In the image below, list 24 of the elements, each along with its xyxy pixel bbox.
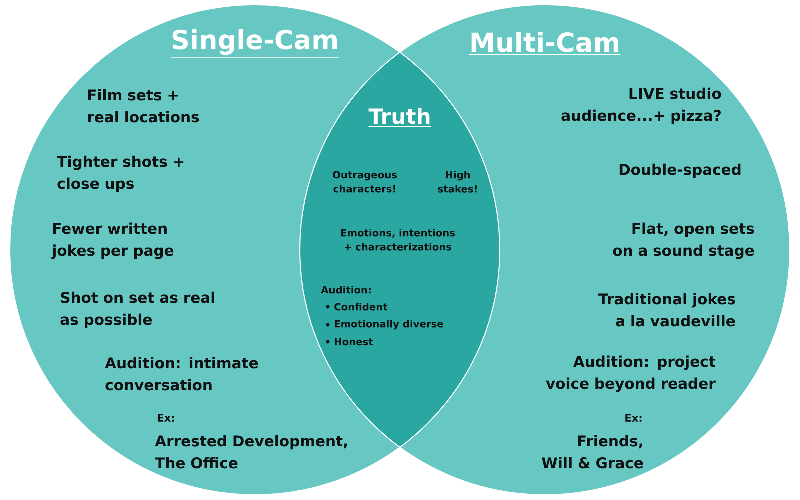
note-text: Audition: project voice beyond reader bbox=[546, 356, 716, 392]
example-label: Ex: bbox=[626, 414, 642, 422]
note-text: Shot on set as real as possible bbox=[60, 292, 214, 328]
bullet-item: Emotionally diverse bbox=[335, 320, 444, 330]
note-text: Outrageous characters! bbox=[333, 171, 397, 193]
note-text: Arrested Development, The Office bbox=[155, 435, 348, 469]
note-text: Friends, Will & Grace bbox=[542, 435, 644, 469]
example-label: Ex: bbox=[158, 414, 174, 422]
note-text: Double-spaced bbox=[620, 164, 741, 178]
note-text: High stakes! bbox=[438, 171, 477, 193]
note-text: LIVE studio audience...+ pizza? bbox=[562, 88, 722, 124]
circle-heading: Single-Cam bbox=[170, 29, 340, 58]
note-text: Film sets + real locations bbox=[88, 89, 200, 123]
circle-heading: Multi-Cam bbox=[469, 32, 621, 56]
note-text: Traditional jokes a la vaudeville bbox=[598, 293, 736, 327]
note-text: Fewer written jokes per page bbox=[52, 222, 174, 260]
bullet-item: Confident bbox=[334, 303, 388, 311]
section-heading: Truth bbox=[368, 108, 432, 128]
note-text: Audition: bbox=[321, 286, 371, 294]
note-text: Flat, open sets on a sound stage bbox=[613, 222, 754, 260]
note-text: Audition: intimate conversation bbox=[105, 357, 258, 391]
note-text: Tighter shots + close ups bbox=[57, 156, 184, 192]
note-text: Emotions, intentions + characterizations bbox=[341, 229, 456, 251]
bullet-item: Honest bbox=[335, 338, 374, 346]
